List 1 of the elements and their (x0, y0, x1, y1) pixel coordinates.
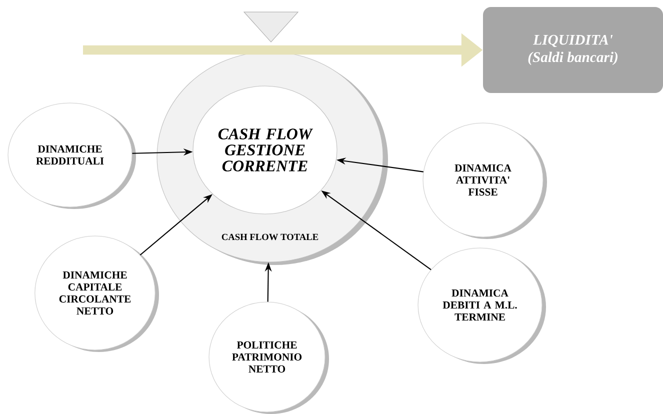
result-box: LIQUIDITA' (Saldi bancari) (483, 7, 663, 93)
